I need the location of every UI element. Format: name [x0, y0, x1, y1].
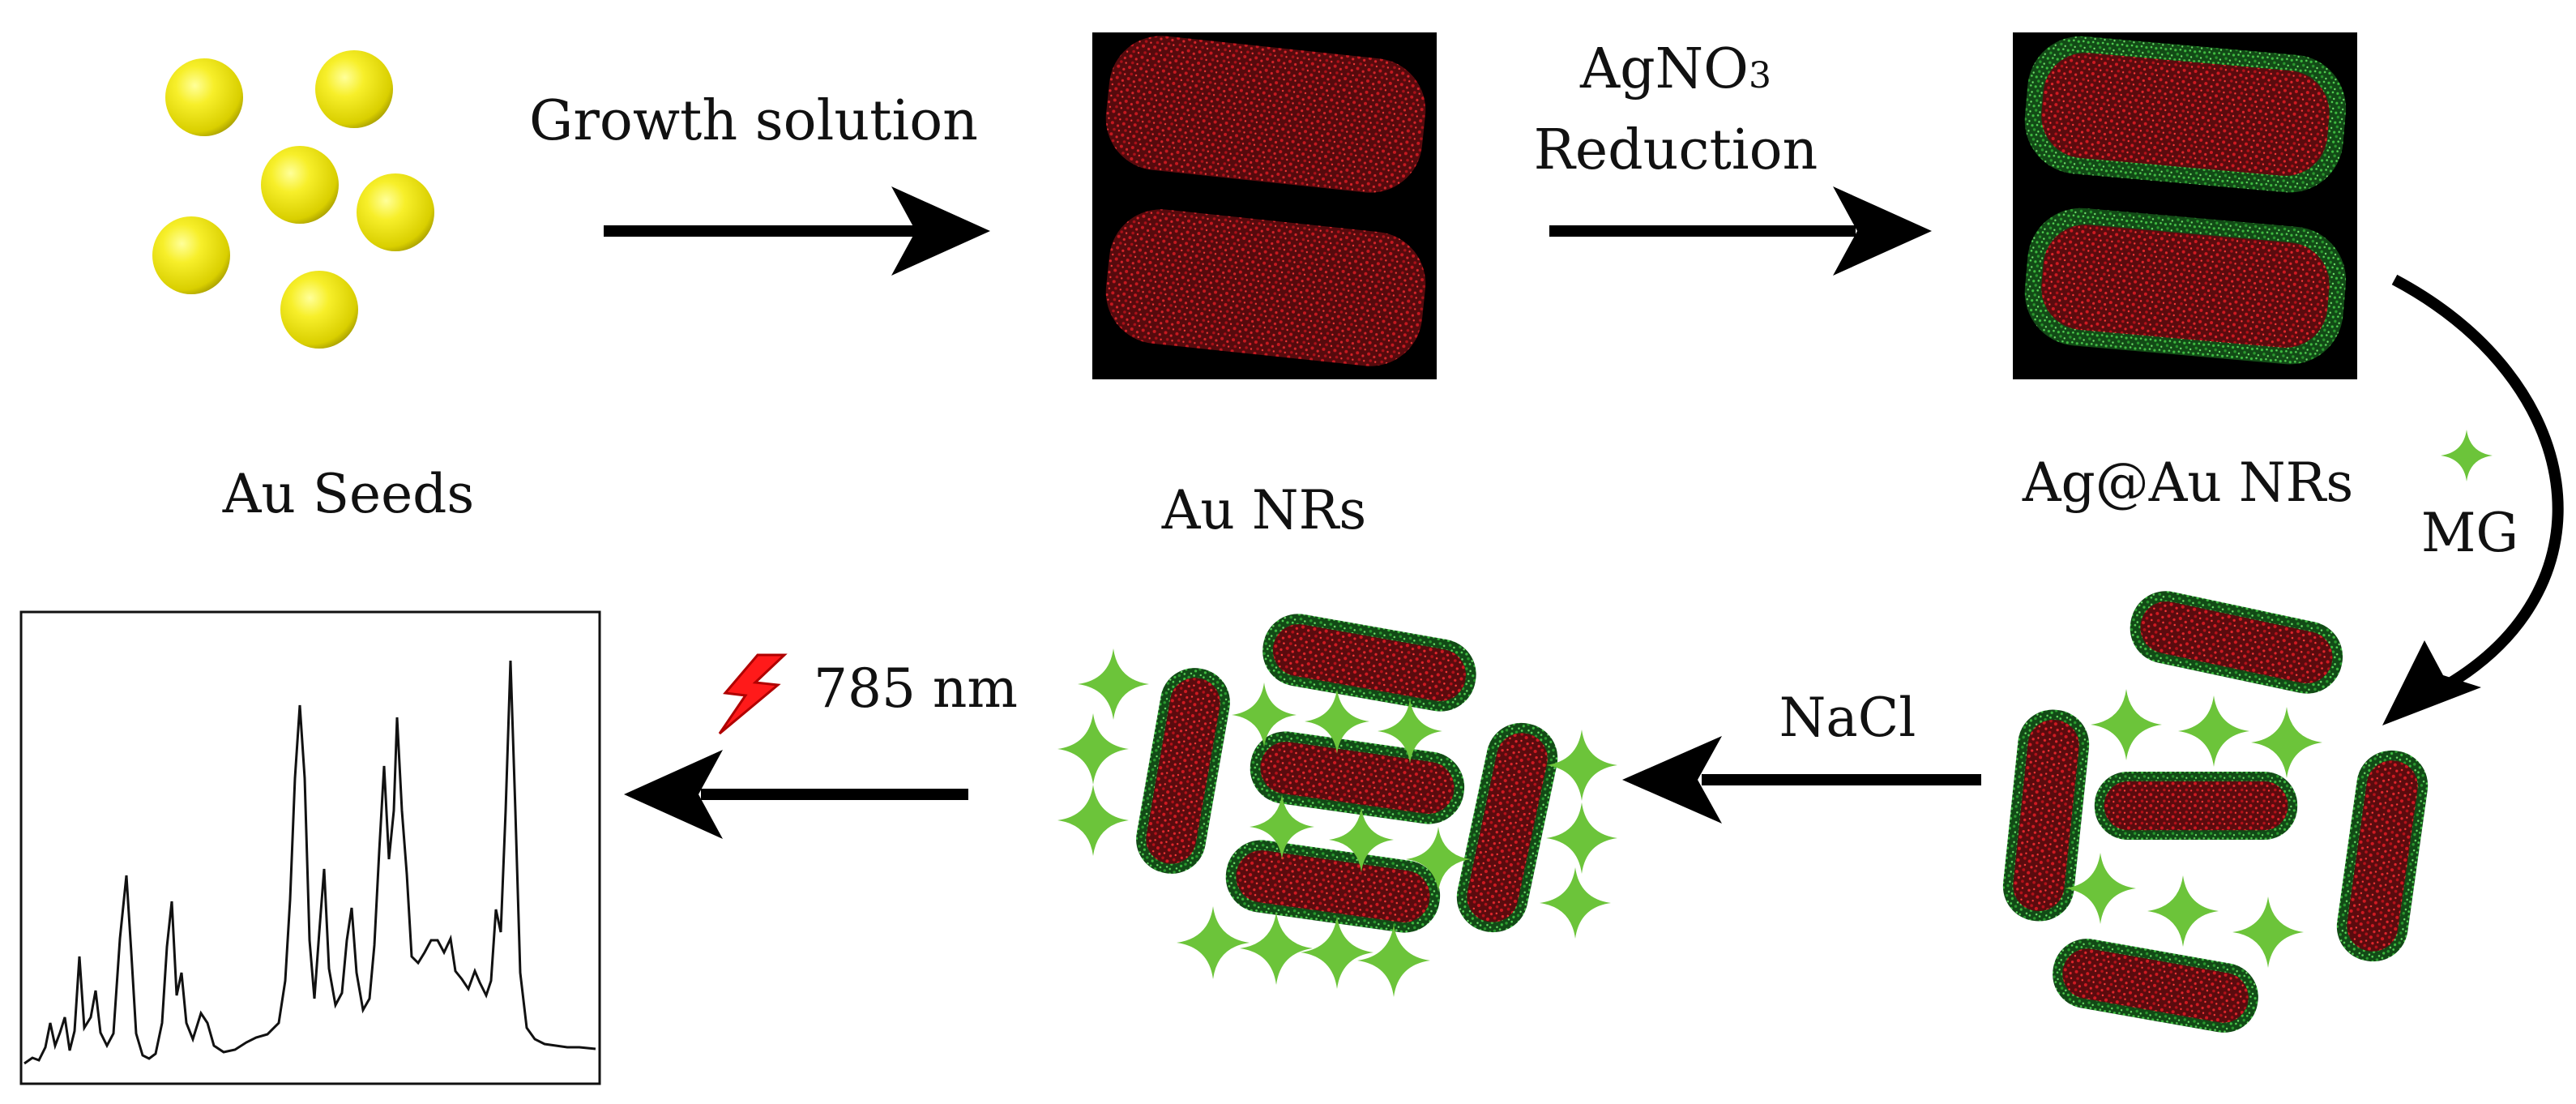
- core-shell-nanorod: [1221, 836, 1445, 937]
- seed-sphere-icon: [357, 173, 434, 251]
- sers-spectrum-panel: [21, 612, 600, 1084]
- mg-star-icon: [2441, 430, 2493, 481]
- mg-star-icon: [1546, 802, 1617, 874]
- core-shell-nanorod: [2124, 584, 2350, 700]
- mg-star-icon: [1240, 912, 1313, 985]
- au-nrs-panel: [1092, 31, 1437, 379]
- laser-wavelength-label: 785 nm: [814, 657, 1018, 720]
- growth-solution-label: Growth solution: [529, 89, 978, 153]
- core-shell-nanorod: [1130, 662, 1235, 879]
- au-seeds-cluster: [152, 50, 434, 349]
- mg-star-icon: [2232, 896, 2304, 968]
- mg-adsorbed-aggregate: [2000, 584, 2433, 1038]
- mg-star-icon: [1057, 785, 1129, 856]
- mg-star-icon: [2251, 707, 2322, 778]
- arrow-laser: [624, 750, 968, 839]
- arrow-nacl: [1622, 736, 1981, 824]
- mg-star-icon: [2091, 689, 2162, 760]
- core-shell-nanorod: [2047, 933, 2263, 1038]
- seed-sphere-icon: [315, 50, 393, 128]
- mg-star-icon: [1546, 730, 1617, 801]
- core-shell-nanorod: [2332, 746, 2432, 965]
- mg-star-icon: [1078, 648, 1149, 720]
- nacl-label: NaCl: [1779, 687, 1916, 749]
- ag-au-nrs-panel: [2013, 32, 2357, 379]
- mg-star-icon: [2178, 695, 2249, 767]
- aggregated-nanorods: [1057, 608, 1617, 997]
- au-seeds-label: Au Seeds: [222, 463, 475, 525]
- seed-sphere-icon: [165, 58, 243, 136]
- seed-sphere-icon: [280, 271, 358, 349]
- agno3-label: AgNO3: [1579, 37, 1771, 101]
- mg-star-icon: [1357, 924, 1430, 997]
- core-shell-nanorod: [1257, 608, 1481, 717]
- mg-star-icon: [1540, 867, 1611, 939]
- seed-sphere-icon: [152, 216, 230, 294]
- mg-star-icon: [1057, 713, 1129, 785]
- ag-au-nrs-label: Ag@Au NRs: [2022, 451, 2353, 514]
- core-shell-nanorod: [2095, 772, 2297, 840]
- au-nrs-label: Au NRs: [1161, 479, 1366, 541]
- mg-label: MG: [2421, 502, 2518, 564]
- laser-bolt-icon: [720, 655, 784, 734]
- reduction-label: Reduction: [1534, 118, 1818, 182]
- core-shell-nanorod: [1450, 717, 1564, 939]
- mg-star-icon: [1177, 906, 1250, 979]
- mg-star-icon: [2147, 875, 2219, 947]
- arrow-growth: [604, 186, 990, 276]
- arrow-reduction: [1549, 186, 1932, 276]
- seed-sphere-icon: [261, 146, 339, 224]
